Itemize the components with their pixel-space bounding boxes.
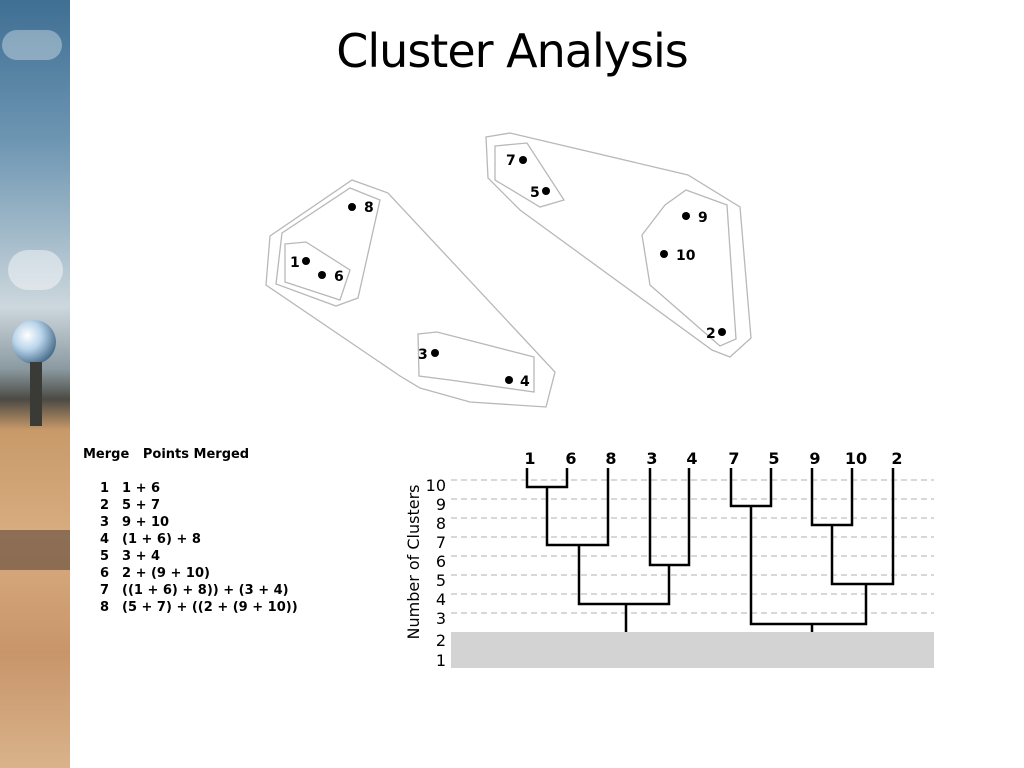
cluster-outline-9-10-2: [641, 189, 737, 347]
final-merge-link: [624, 604, 814, 632]
leaf-label-6: 6: [565, 449, 576, 468]
merge-link-16-8: [545, 468, 610, 547]
cluster-outline-left-mid: [275, 187, 381, 307]
merge-number: 5: [99, 549, 109, 564]
points-merged: 9 + 10: [122, 515, 170, 530]
y-tick-9: 9: [436, 495, 446, 514]
data-point-1: [302, 257, 310, 265]
points-merged: 1 + 6: [122, 481, 161, 496]
point-label-4: 4: [520, 374, 530, 390]
y-tick-10: 10: [426, 476, 446, 495]
point-label-7: 7: [506, 153, 516, 169]
point-label-2: 2: [706, 326, 716, 342]
y-tick-2: 2: [436, 631, 446, 650]
y-tick-4: 4: [436, 590, 446, 609]
points-merged: 2 + (9 + 10): [122, 566, 210, 581]
merge-row: 2 5 + 7: [83, 497, 298, 514]
dune-decoration: [0, 530, 70, 570]
leaf-label-9: 9: [809, 449, 820, 468]
leaf-label-4: 4: [686, 449, 697, 468]
merge-table-header: Merge Points Merged: [83, 447, 298, 462]
merge-link-1-6: [525, 468, 569, 489]
merge-number: 6: [99, 566, 109, 581]
cluster-outline-1-6: [284, 241, 351, 301]
merge-row: 4 (1 + 6) + 8: [83, 531, 298, 548]
merge-link-3-4: [648, 468, 691, 567]
data-point-3: [431, 349, 439, 357]
point-label-8: 8: [364, 200, 374, 216]
cloud-decoration: [8, 250, 63, 290]
post-decoration: [30, 362, 42, 426]
data-point-10: [660, 250, 668, 258]
merge-row: 1 1 + 6: [83, 480, 298, 497]
y-tick-3: 3: [436, 609, 446, 628]
merge-number: 4: [99, 532, 109, 547]
merge-link-910-2: [830, 468, 895, 586]
leaf-label-10: 10: [845, 449, 867, 468]
leaf-label-2: 2: [891, 449, 902, 468]
point-label-3: 3: [418, 347, 428, 363]
merge-number: 7: [99, 583, 109, 598]
y-tick-5: 5: [436, 571, 446, 590]
data-point-5: [542, 187, 550, 195]
y-tick-8: 8: [436, 514, 446, 533]
leaf-label-8: 8: [605, 449, 616, 468]
y-tick-7: 7: [436, 533, 446, 552]
cloud-decoration: [2, 30, 62, 60]
leaf-label-7: 7: [728, 449, 739, 468]
decorative-side-strip: [0, 0, 70, 768]
globe-decoration: [12, 320, 56, 364]
y-tick-1: 1: [436, 651, 446, 670]
merge-column-header: Merge: [83, 447, 130, 462]
cluster-outline-7-5: [494, 142, 566, 208]
merge-number: 1: [99, 481, 109, 496]
data-point-9: [682, 212, 690, 220]
y-tick-6: 6: [436, 552, 446, 571]
leaf-label-1: 1: [524, 449, 535, 468]
merge-link-168-34: [577, 545, 671, 606]
leaf-label-5: 5: [768, 449, 779, 468]
y-axis-label: Number of Clusters: [404, 485, 423, 640]
point-label-6: 6: [334, 269, 344, 285]
merge-number: 2: [99, 498, 109, 513]
merge-number: 8: [99, 600, 109, 615]
points-merged: ((1 + 6) + 8)) + (3 + 4): [122, 583, 289, 598]
page-title: Cluster Analysis: [336, 24, 688, 78]
point-label-9: 9: [698, 210, 708, 226]
points-merged: 3 + 4: [122, 549, 161, 564]
data-point-6: [318, 271, 326, 279]
data-point-8: [348, 203, 356, 211]
cluster-outline-right-outer: [485, 132, 752, 358]
merge-table: Merge Points Merged 1 1 + 6 2 5 + 7 3 9 + 1…: [83, 447, 298, 616]
point-label-5: 5: [530, 185, 540, 201]
data-point-7: [519, 156, 527, 164]
point-label-10: 10: [676, 248, 696, 264]
merge-row: 6 2 + (9 + 10): [83, 565, 298, 582]
highlight-band: [451, 632, 934, 668]
points-merged: (5 + 7) + ((2 + (9 + 10)): [122, 600, 298, 615]
points-merged: (1 + 6) + 8: [122, 532, 201, 547]
data-point-2: [718, 328, 726, 336]
point-label-1: 1: [290, 255, 300, 271]
cluster-outline-left-outer: [265, 179, 556, 408]
cluster-outline-3-4: [417, 331, 535, 393]
merge-row: 8 (5 + 7) + ((2 + (9 + 10)): [83, 599, 298, 616]
merge-row: 7 ((1 + 6) + 8)) + (3 + 4): [83, 582, 298, 599]
merge-link-7-5: [729, 468, 773, 508]
merge-row: 5 3 + 4: [83, 548, 298, 565]
points-merged-column-header: Points Merged: [142, 447, 250, 462]
points-merged: 5 + 7: [122, 498, 161, 513]
merge-link-75-2910: [749, 506, 868, 626]
merge-number: 3: [99, 515, 109, 530]
leaf-label-3: 3: [646, 449, 657, 468]
data-point-4: [505, 376, 513, 384]
merge-row: 3 9 + 10: [83, 514, 298, 531]
merge-link-9-10: [810, 468, 854, 527]
